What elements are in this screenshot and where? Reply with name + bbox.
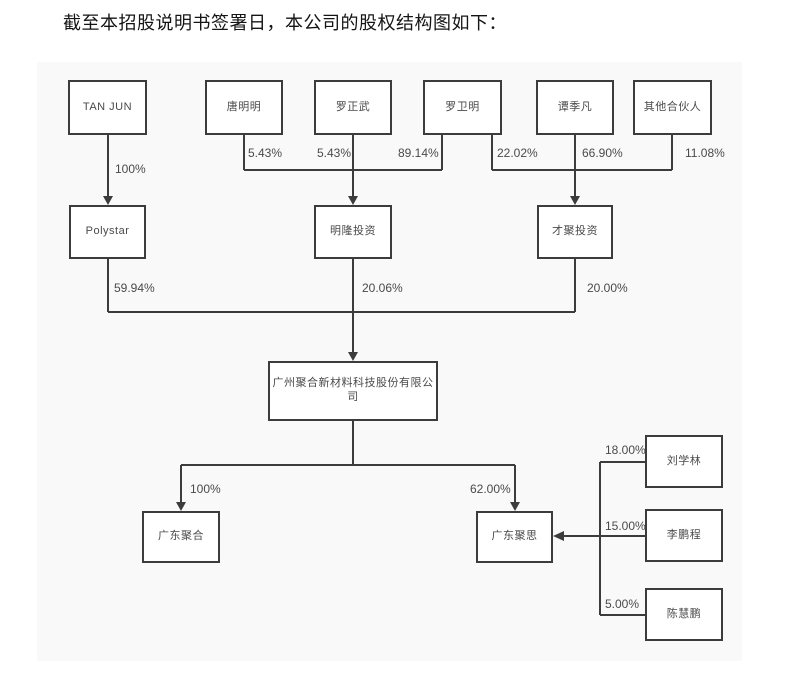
pct-li-jusi: 15.00% xyxy=(605,519,646,533)
node-tang-mingming: 唐明明 xyxy=(205,80,283,135)
pct-luozw-minglong: 5.43% xyxy=(317,146,352,160)
equity-structure-diagram: TAN JUN 唐明明 罗正武 罗卫明 谭季凡 其他合伙人 Polystar 明… xyxy=(37,62,742,661)
node-minglong: 明隆投资 xyxy=(314,205,392,259)
node-tan-jifan: 谭季凡 xyxy=(536,80,614,135)
pct-liu-jusi: 18.00% xyxy=(605,443,646,457)
page-title: 截至本招股说明书签署日，本公司的股权结构图如下： xyxy=(63,13,507,33)
node-tan-jun: TAN JUN xyxy=(68,80,147,135)
node-main-company: 广州聚合新材料科技股份有限公司 xyxy=(268,361,438,421)
connector-lines xyxy=(103,135,673,616)
pct-main-jusi: 62.00% xyxy=(470,482,511,496)
node-liu-xuelin: 刘学林 xyxy=(645,435,723,488)
node-caiju: 才聚投资 xyxy=(537,205,613,259)
node-guangdong-jusi: 广东聚思 xyxy=(476,511,553,563)
pct-caiju-main: 20.00% xyxy=(587,281,628,295)
pct-minglong-main: 20.06% xyxy=(362,281,403,295)
pct-luowm-minglong: 89.14% xyxy=(398,146,439,160)
pct-main-juhe: 100% xyxy=(190,482,221,496)
node-luo-zhengwu: 罗正武 xyxy=(314,80,392,135)
pct-tanjf-caiju: 66.90% xyxy=(582,146,623,160)
pct-tang-minglong: 5.43% xyxy=(248,146,283,160)
pct-other-caiju: 11.08% xyxy=(685,146,725,160)
node-polystar: Polystar xyxy=(69,205,146,259)
node-other-partners: 其他合伙人 xyxy=(633,80,712,135)
arrowheads xyxy=(103,196,580,541)
pct-chen-jusi: 5.00% xyxy=(605,597,640,611)
node-chen-huipeng: 陈慧鹏 xyxy=(645,588,723,641)
pct-tanjun-polystar: 100% xyxy=(115,162,146,176)
node-li-pengcheng: 李鹏程 xyxy=(645,509,723,562)
pct-luowm-caiju: 22.02% xyxy=(497,146,538,160)
node-luo-weiming: 罗卫明 xyxy=(423,80,502,135)
pct-polystar-main: 59.94% xyxy=(114,281,155,295)
node-guangdong-juhe: 广东聚合 xyxy=(142,511,220,563)
